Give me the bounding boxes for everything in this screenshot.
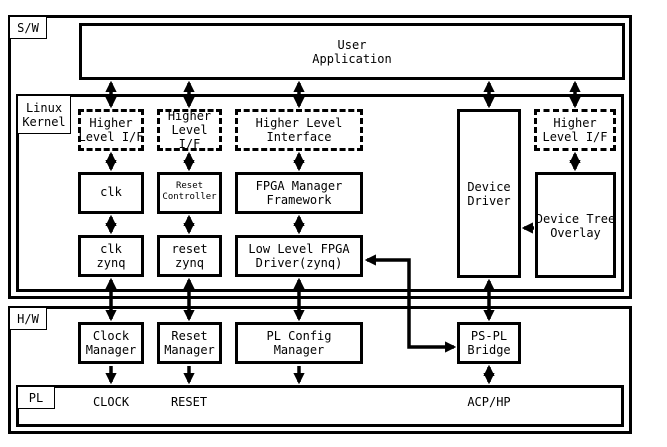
higher-level-interface-fpga-label: Higher Level Interface (255, 116, 343, 144)
pl-acp-hp-label: ACP/HP (467, 395, 511, 409)
low-level-fpga-driver-label: Low Level FPGA Driver(zynq) (248, 242, 350, 270)
hw-label: H/W (10, 308, 47, 330)
pl-clock-label: CLOCK (92, 395, 130, 409)
user-application-label: User Application (312, 37, 392, 66)
fpga-manager-framework-label: FPGA Manager Framework (255, 179, 343, 207)
device-tree-overlay-label: Device Tree Overlay (535, 212, 616, 240)
higher-level-if-reset-label: Higher Level I/F (167, 109, 212, 151)
sw-label: S/W (10, 17, 47, 39)
pl-region (16, 385, 624, 427)
ps-pl-bridge-label: PS-PL Bridge (467, 329, 511, 357)
reset-zynq-box[interactable] (157, 235, 222, 277)
reset-controller-box[interactable] (157, 172, 222, 214)
linux-kernel-label: Linux Kernel (18, 96, 71, 134)
higher-level-if-clk[interactable] (78, 109, 144, 151)
higher-level-if-clk-label: Higher Level I/F (78, 116, 144, 144)
device-tree-overlay-box[interactable] (535, 172, 616, 278)
fpga-manager-framework-box[interactable] (235, 172, 363, 214)
device-driver-label: Device Driver (467, 180, 511, 208)
higher-level-interface-fpga[interactable] (235, 109, 363, 151)
pl-config-manager-label: PL Config Manager (266, 329, 332, 357)
device-driver-box[interactable] (457, 109, 521, 278)
reset-manager-label: Reset Manager (164, 329, 215, 357)
higher-level-if-overlay[interactable] (534, 109, 616, 151)
low-level-fpga-driver-box[interactable] (235, 235, 363, 277)
reset-controller-label: Reset Controller (162, 181, 217, 202)
clock-manager-box[interactable] (78, 322, 144, 364)
reset-zynq-label: reset zynq (171, 242, 208, 270)
user-application[interactable] (79, 23, 625, 80)
pl-config-manager-box[interactable] (235, 322, 363, 364)
ps-pl-bridge-box[interactable] (457, 322, 521, 364)
higher-level-if-overlay-label: Higher Level I/F (542, 116, 608, 144)
clock-manager-label: Clock Manager (85, 329, 137, 357)
pl-reset-label: RESET (170, 395, 208, 409)
clk-box[interactable] (78, 172, 144, 214)
reset-manager-box[interactable] (157, 322, 222, 364)
higher-level-if-reset[interactable] (157, 109, 222, 151)
clk-zynq-label: clk zynq (96, 242, 126, 270)
pl-label: PL (18, 387, 55, 409)
clk-label: clk (100, 185, 122, 199)
clk-zynq-box[interactable] (78, 235, 144, 277)
